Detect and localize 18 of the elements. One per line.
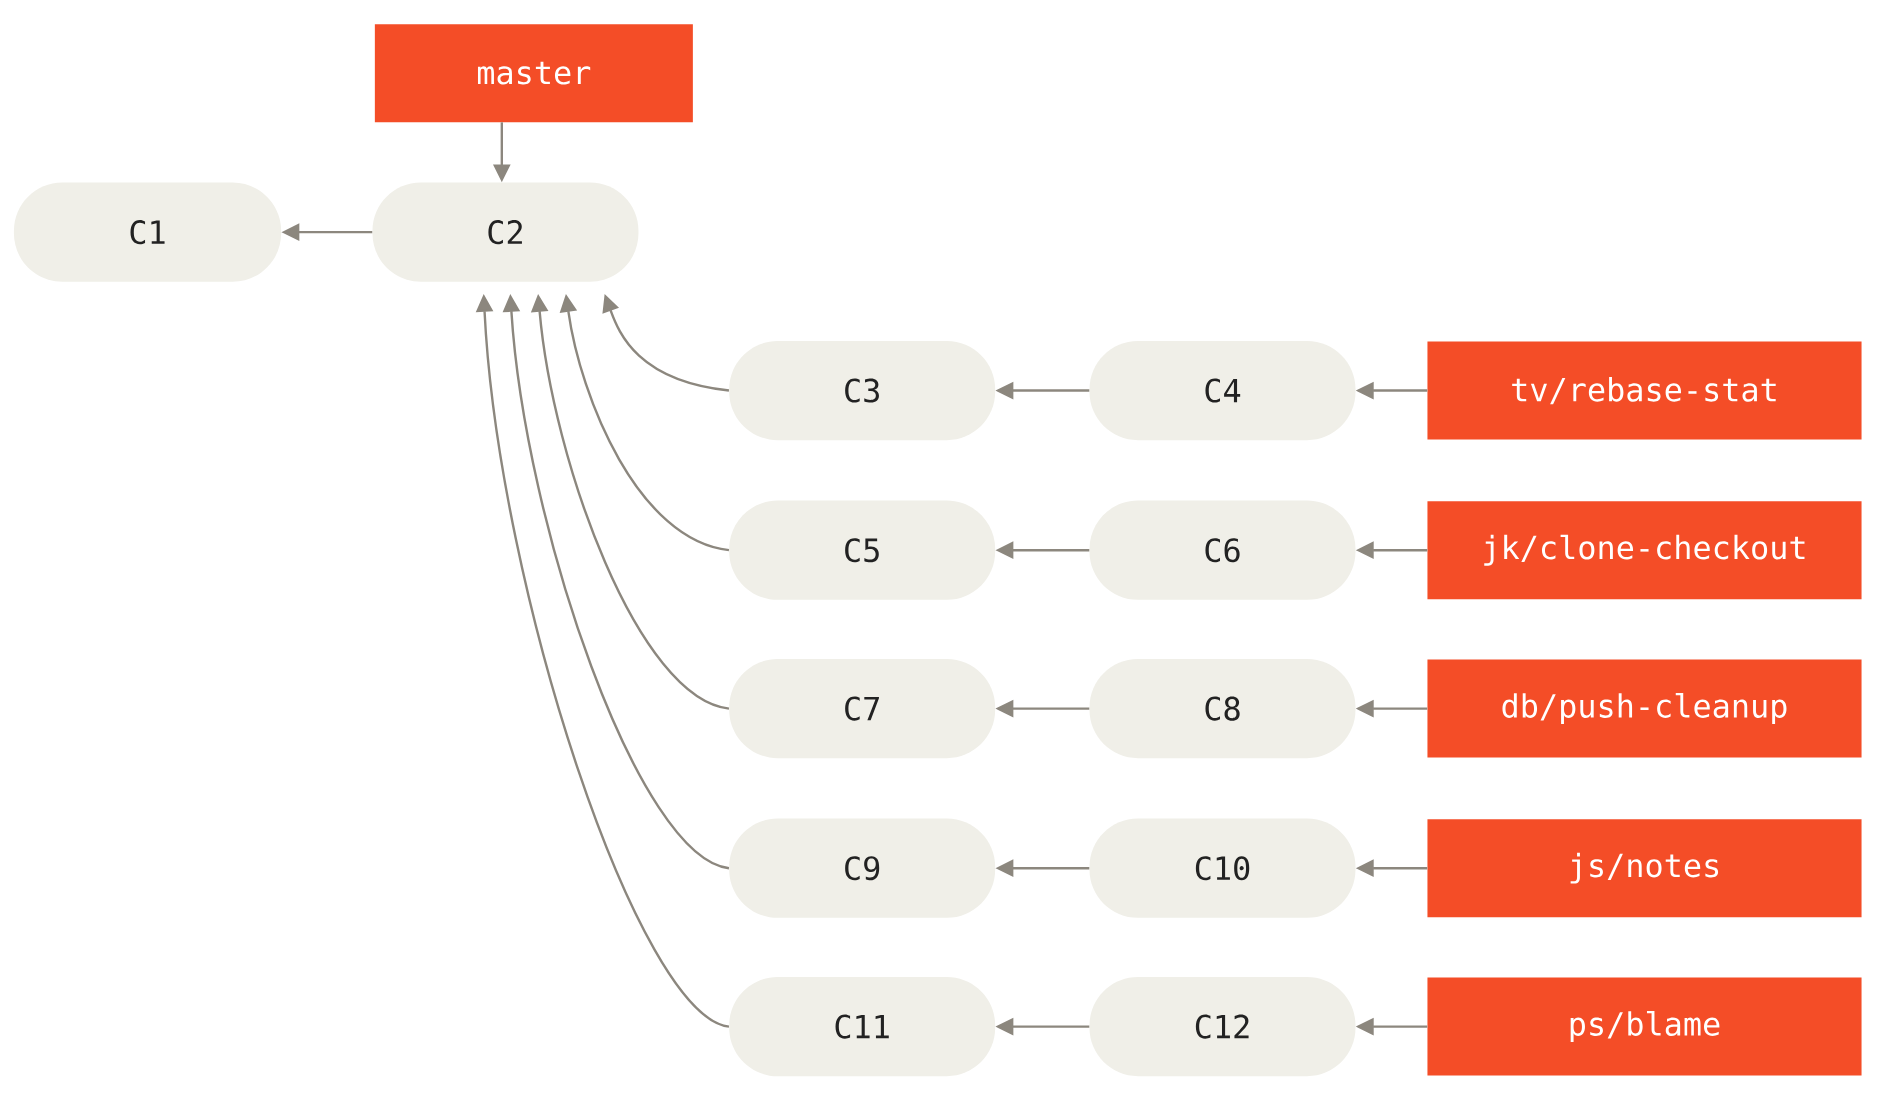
branch-label: tv/rebase-stat [1427,341,1862,440]
commit-pill: C7 [729,658,996,758]
commit-pill: C4 [1089,340,1356,440]
commit-pill: C10 [1089,818,1356,918]
branch-label: js/notes [1427,819,1862,917]
commit-pill: C9 [729,818,996,918]
commit-pill: C1 [13,182,282,282]
commit-pill: C5 [729,500,996,600]
branch-label: db/push-cleanup [1427,659,1862,758]
commit-pill: C3 [729,340,996,440]
commit-pill: C12 [1089,976,1356,1076]
branch-label: jk/clone-checkout [1427,501,1862,599]
commit-pill: C6 [1089,500,1356,600]
commit-pill: C8 [1089,658,1356,758]
branch-label: master [374,23,693,122]
commit-pill: C11 [729,976,996,1076]
commit-pill: C2 [372,182,639,282]
branch-label: ps/blame [1427,977,1862,1076]
